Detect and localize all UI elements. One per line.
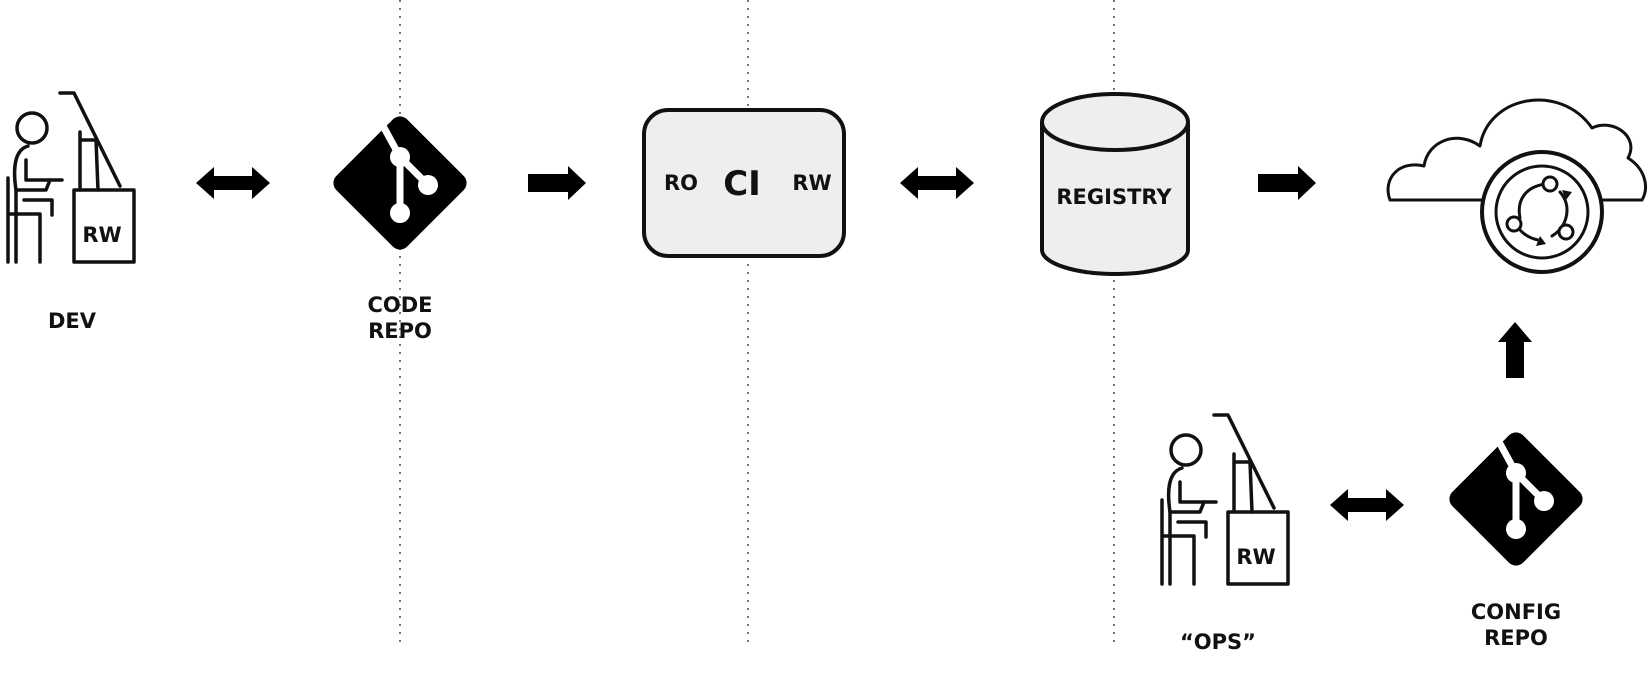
ci-left-access-label: RO bbox=[664, 171, 698, 195]
ci-label: CI bbox=[723, 164, 761, 204]
sync-cycle-icon bbox=[1505, 175, 1575, 246]
config-repo-node: CONFIG REPO bbox=[1445, 428, 1586, 650]
up-arrow-icon bbox=[1498, 322, 1532, 378]
code-repo-label-line2: REPO bbox=[368, 319, 432, 343]
ci-node: RO CI RW bbox=[642, 108, 846, 258]
code-repo-node: CODE REPO bbox=[329, 112, 470, 343]
registry-node: REGISTRY bbox=[1040, 92, 1190, 276]
database-icon bbox=[1040, 92, 1190, 276]
double-arrow-icon bbox=[900, 167, 974, 199]
registry-label: REGISTRY bbox=[1056, 185, 1172, 209]
double-arrow-icon bbox=[196, 167, 270, 199]
git-repo-icon bbox=[1445, 428, 1586, 569]
dev-node: RW DEV bbox=[6, 91, 136, 333]
code-repo-label-line1: CODE bbox=[367, 293, 432, 317]
ops-node: RW “OPS” bbox=[1160, 413, 1290, 654]
ops-access-label: RW bbox=[1236, 545, 1275, 569]
dev-access-label: RW bbox=[82, 223, 121, 247]
config-repo-label-line1: CONFIG bbox=[1471, 600, 1561, 624]
git-repo-icon bbox=[329, 112, 470, 253]
ops-label: “OPS” bbox=[1180, 630, 1256, 654]
dev-label: DEV bbox=[48, 309, 97, 333]
ci-box bbox=[642, 108, 846, 258]
cloud-deploy-node bbox=[1386, 98, 1647, 274]
deploy-circle bbox=[1480, 150, 1604, 274]
double-arrow-icon bbox=[1330, 489, 1404, 521]
ci-right-access-label: RW bbox=[792, 171, 831, 195]
right-arrow-icon bbox=[1258, 166, 1316, 200]
right-arrow-icon bbox=[528, 166, 586, 200]
config-repo-label-line2: REPO bbox=[1484, 626, 1548, 650]
cloud-icon bbox=[1386, 98, 1647, 202]
